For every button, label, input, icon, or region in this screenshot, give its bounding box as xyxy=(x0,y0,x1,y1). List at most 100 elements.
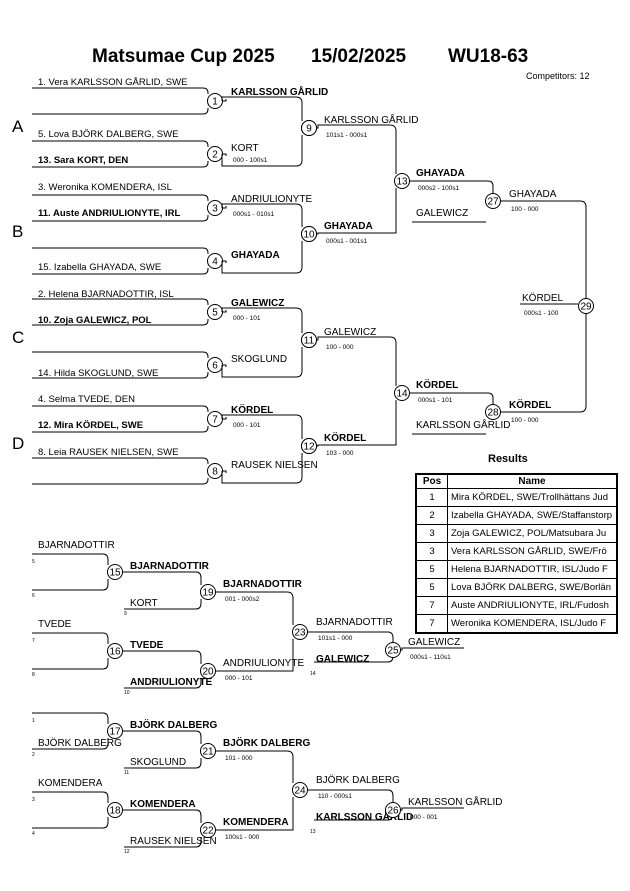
repechage-entrant: ANDRIULIONYTE xyxy=(130,677,213,688)
seed-ref: 3 xyxy=(32,797,35,803)
bracket-line xyxy=(32,712,109,724)
bracket-line xyxy=(316,188,397,235)
bracket-line xyxy=(500,200,587,299)
bracket-line xyxy=(409,392,494,405)
match-number: 15 xyxy=(109,568,121,579)
result-name: Izabella GHAYADA, SWE/Staffanstorp xyxy=(447,506,618,525)
bracket-line xyxy=(307,789,394,803)
match-number: 21 xyxy=(202,747,214,758)
semi-winner-name: GHAYADA xyxy=(416,168,465,179)
match-score: 000s1 - 001s1 xyxy=(326,238,368,245)
bracket-line xyxy=(215,750,294,783)
match-number-circle xyxy=(301,226,317,242)
match-score: 000s1 - 101 xyxy=(418,397,453,404)
match-score: 101s1 - 000s1 xyxy=(326,132,368,139)
result-pos: 3 xyxy=(415,524,448,543)
bracket-line xyxy=(222,99,227,102)
entrant-name: 14. Hilda SKOGLUND, SWE xyxy=(38,368,158,379)
bracket-line xyxy=(32,817,109,829)
seed-ref: 13 xyxy=(310,829,316,835)
match-number: 17 xyxy=(109,727,121,738)
bracket-line xyxy=(32,426,209,433)
bracket-line xyxy=(32,351,209,358)
entrant-name: 2. Helena BJARNADOTTIR, ISL xyxy=(38,289,174,300)
bracket-line xyxy=(32,579,109,591)
match-score: 103 - 000 xyxy=(326,450,354,457)
match-score: 000 - 101 xyxy=(233,315,261,322)
match-score: 000 - 101 xyxy=(233,422,261,429)
result-pos: 5 xyxy=(415,578,448,597)
repechage-winner: BJÖRK DALBERG xyxy=(130,718,217,731)
match-number-circle xyxy=(301,120,317,136)
bracket-line xyxy=(32,319,209,326)
pool-label-d: D xyxy=(12,434,25,453)
match-winner-name: KÖRDEL xyxy=(324,431,366,444)
match-number-circle xyxy=(301,438,317,454)
bracket-line xyxy=(32,140,209,147)
bracket-line xyxy=(124,758,202,769)
match-number-circle xyxy=(301,332,317,348)
repechage-entrant: KORT xyxy=(130,598,158,609)
repechage-winner: TVEDE xyxy=(130,640,164,651)
bracket-line xyxy=(215,639,294,672)
semi-winner-name: KÖRDEL xyxy=(416,378,458,391)
result-name: Mira KÖRDEL, SWE/Trollhättans Jud xyxy=(447,488,618,507)
match-score: 100 - 000 xyxy=(511,417,539,424)
entrant-name: 1. Vera KARLSSON GÅRLID, SWE xyxy=(38,77,187,88)
entrant-name: 11. Auste ANDRIULIONYTE, IRL xyxy=(38,208,181,219)
bracket-line xyxy=(316,336,397,386)
entrant-name: 12. Mira KÖRDEL, SWE xyxy=(38,420,143,431)
match-number: 10 xyxy=(303,230,315,241)
match-number: 20 xyxy=(202,667,214,678)
bracket-line xyxy=(222,417,227,420)
bracket-line xyxy=(222,260,227,263)
bracket-line xyxy=(221,453,303,484)
match-number-circle xyxy=(385,642,401,658)
entrant-name: 15. Izabella GHAYADA, SWE xyxy=(38,262,161,273)
seed-ref: 12 xyxy=(124,849,130,855)
result-pos: 1 xyxy=(415,488,448,507)
entrant-name: 3. Weronika KOMENDERA, ISL xyxy=(38,182,172,193)
pool-label-a: A xyxy=(12,117,24,136)
match-score: 100 - 000 xyxy=(326,344,354,351)
bracket-line xyxy=(32,268,209,275)
bracket-line xyxy=(316,400,397,447)
result-pos: 3 xyxy=(415,542,448,561)
side-final-name: KÖRDEL xyxy=(509,398,551,411)
bracket-line xyxy=(215,797,294,831)
seed-ref: 11 xyxy=(124,770,129,776)
match-number: 14 xyxy=(396,389,408,400)
bracket-line xyxy=(32,247,209,254)
match-number: 28 xyxy=(487,408,499,419)
entrant-name: 4. Selma TVEDE, DEN xyxy=(38,394,135,405)
bracket-line xyxy=(221,241,303,274)
result-name: Auste ANDRIULIONYTE, IRL/Fudosh xyxy=(447,596,618,615)
match-score: 101 - 000 xyxy=(225,755,253,762)
match-number: 13 xyxy=(396,177,408,188)
repechage-entrant: BJÖRK DALBERG xyxy=(38,737,122,749)
match-winner-name: RAUSEK NIELSEN xyxy=(231,460,318,471)
bracket-line xyxy=(32,215,209,222)
match-score: 110 - 000s1 xyxy=(318,793,352,800)
bracket-line xyxy=(32,87,209,94)
match-score: 100s1 - 000 xyxy=(225,834,260,841)
bracket-line xyxy=(32,298,209,305)
bracket-line xyxy=(122,650,202,664)
match-number: 25 xyxy=(387,646,399,657)
results-header-row: Pos Name xyxy=(415,473,618,489)
bracket-line xyxy=(32,405,209,412)
bracket-line xyxy=(122,809,202,823)
bracket-line xyxy=(32,161,209,168)
match-score: 100 - 000 xyxy=(511,206,539,213)
bracket-line xyxy=(32,553,109,565)
bracket-line xyxy=(122,571,202,585)
bracket-line xyxy=(222,470,227,473)
match-number: 11 xyxy=(304,336,315,347)
result-pos: 7 xyxy=(415,596,448,615)
match-number: 7 xyxy=(212,415,218,426)
repechage-entrant: BJÖRK DALBERG xyxy=(316,774,400,786)
pool-label-b: B xyxy=(12,222,24,241)
